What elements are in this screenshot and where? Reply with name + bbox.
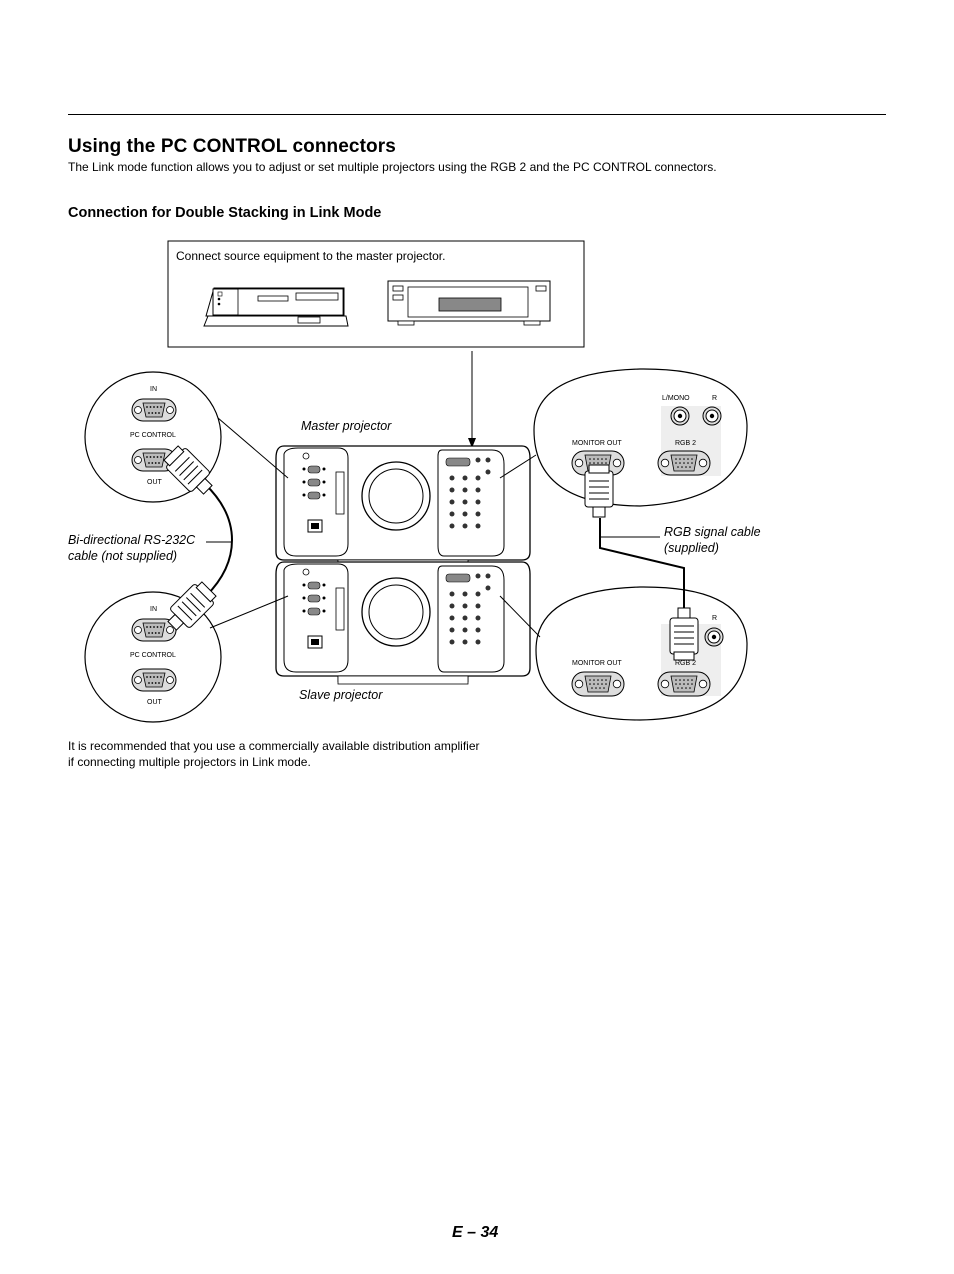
slave-monitor-out-callout: R MONITOR OUT RGB 2 <box>536 587 747 720</box>
slave-projector <box>276 562 530 684</box>
lmono-label: L/MONO <box>662 395 690 402</box>
page-number: E – 34 <box>452 1224 498 1242</box>
master-monitor-out-callout: L/MONO R MONITOR OUT RGB 2 <box>534 369 747 517</box>
rgb-cable-label-line2: (supplied) <box>664 541 719 555</box>
rgb-cable-label-line1: RGB signal cable <box>664 525 761 539</box>
pc-in-label: IN <box>150 386 157 393</box>
r-label: R <box>712 395 717 402</box>
pc-control-label: PC CONTROL <box>130 652 176 659</box>
computer-icon <box>204 288 348 326</box>
slave-projector-label: Slave projector <box>299 688 383 702</box>
rs232c-label-line2: cable (not supplied) <box>68 549 177 563</box>
pc-control-label: PC CONTROL <box>130 432 176 439</box>
master-projector-label: Master projector <box>301 419 392 433</box>
monitor-out-label: MONITOR OUT <box>572 660 622 667</box>
pc-in-label: IN <box>150 606 157 613</box>
rgb2-label: RGB 2 <box>675 440 696 447</box>
rs232c-label-line1: Bi-directional RS-232C <box>68 533 196 547</box>
pc-out-label: OUT <box>147 699 163 706</box>
monitor-out-label: MONITOR OUT <box>572 440 622 447</box>
video-deck-icon <box>388 281 550 325</box>
master-projector <box>276 446 530 568</box>
rgb2-label: RGB 2 <box>675 660 696 667</box>
r-label: R <box>712 615 717 622</box>
pc-out-label: OUT <box>147 479 163 486</box>
footnote: It is recommended that you use a commerc… <box>68 739 488 770</box>
source-box-caption: Connect source equipment to the master p… <box>176 249 445 263</box>
